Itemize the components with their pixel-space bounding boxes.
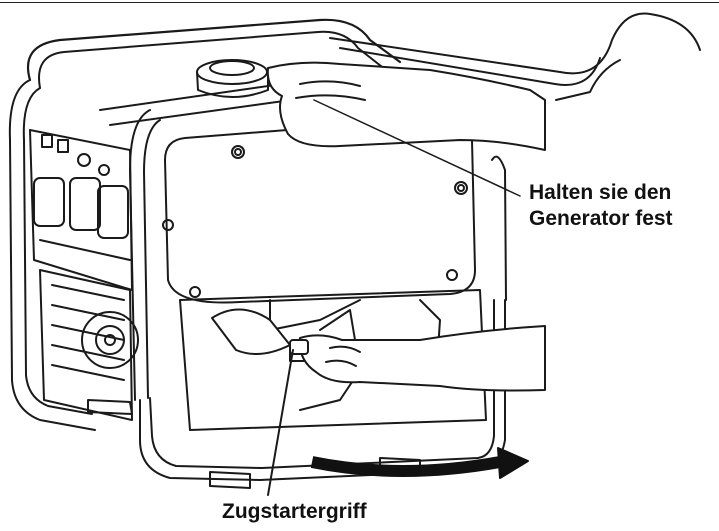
hold-instruction-line1: Halten sie den (529, 181, 672, 204)
top-rule (0, 2, 719, 3)
hand-icon (298, 325, 546, 392)
hold-instruction: Halten sie den Generator fest (529, 180, 673, 232)
curved-arrow-icon (310, 447, 529, 479)
pull-grip-label: Zugstartergriff (222, 500, 367, 523)
hand-icon (266, 61, 546, 151)
leader-line (267, 349, 294, 496)
starter-grip-icon (211, 308, 309, 355)
control-panel-icon (29, 129, 133, 291)
hold-instruction-line2: Generator fest (529, 207, 673, 230)
leader-line (313, 99, 521, 197)
